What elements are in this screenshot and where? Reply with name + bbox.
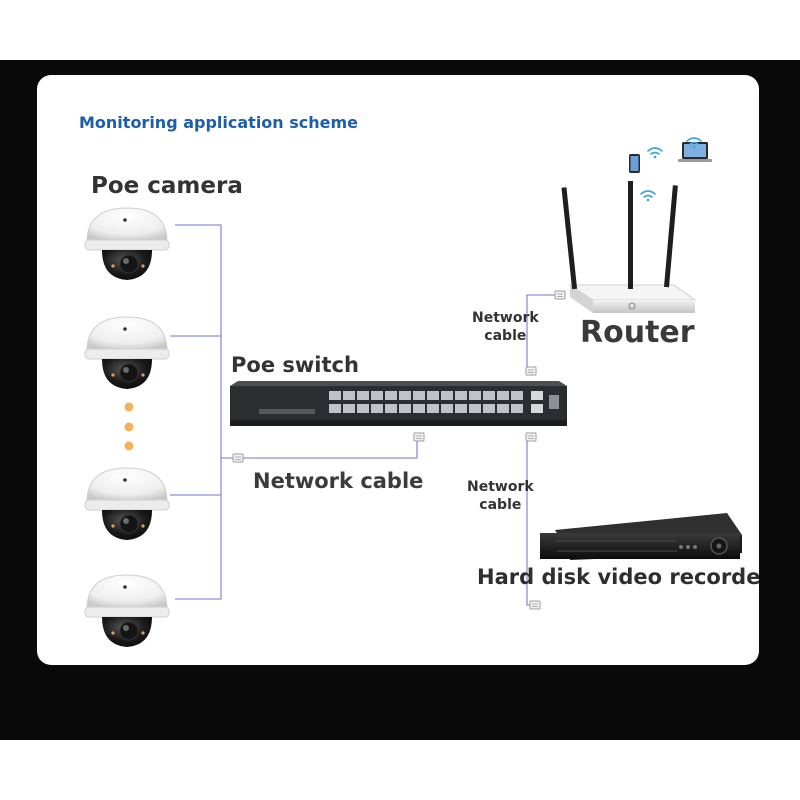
hard-disk-recorder-label: Hard disk video recorder: [477, 565, 759, 589]
wifi-router-icon: [561, 181, 697, 313]
camera-wire-bus: [170, 224, 557, 606]
scheme-title: Monitoring application scheme: [79, 113, 359, 132]
dome-camera-icon: [84, 574, 170, 648]
bottom-margin: [0, 740, 800, 800]
recorder-cable-label-line-1: Network: [467, 479, 534, 495]
diagram-card: Monitoring application scheme: [37, 75, 759, 665]
recorder-cable-label-line-2: cable: [479, 497, 522, 513]
router-label: Router: [580, 315, 695, 350]
dvr-box-icon: [540, 513, 742, 560]
poe-camera-label: Poe camera: [91, 173, 243, 199]
poe-switch-label: Poe switch: [231, 353, 359, 377]
recorder-cable-label: Network cable: [467, 478, 534, 514]
tablet-laptop-wifi-icon: [629, 137, 712, 202]
network-cable-label: Network cable: [253, 469, 424, 493]
top-margin: [0, 0, 800, 60]
router-cable-label: Network cable: [472, 309, 539, 345]
network-switch-icon: [230, 381, 567, 426]
router-cable-label-line-2: cable: [484, 328, 527, 344]
dome-camera-icon: [84, 316, 170, 390]
dome-camera-icon: [84, 207, 170, 281]
diagram-graphics: [84, 137, 742, 648]
ellipsis-dots: [124, 402, 134, 451]
router-cable-label-line-1: Network: [472, 310, 539, 326]
dome-camera-icon: [84, 467, 170, 541]
